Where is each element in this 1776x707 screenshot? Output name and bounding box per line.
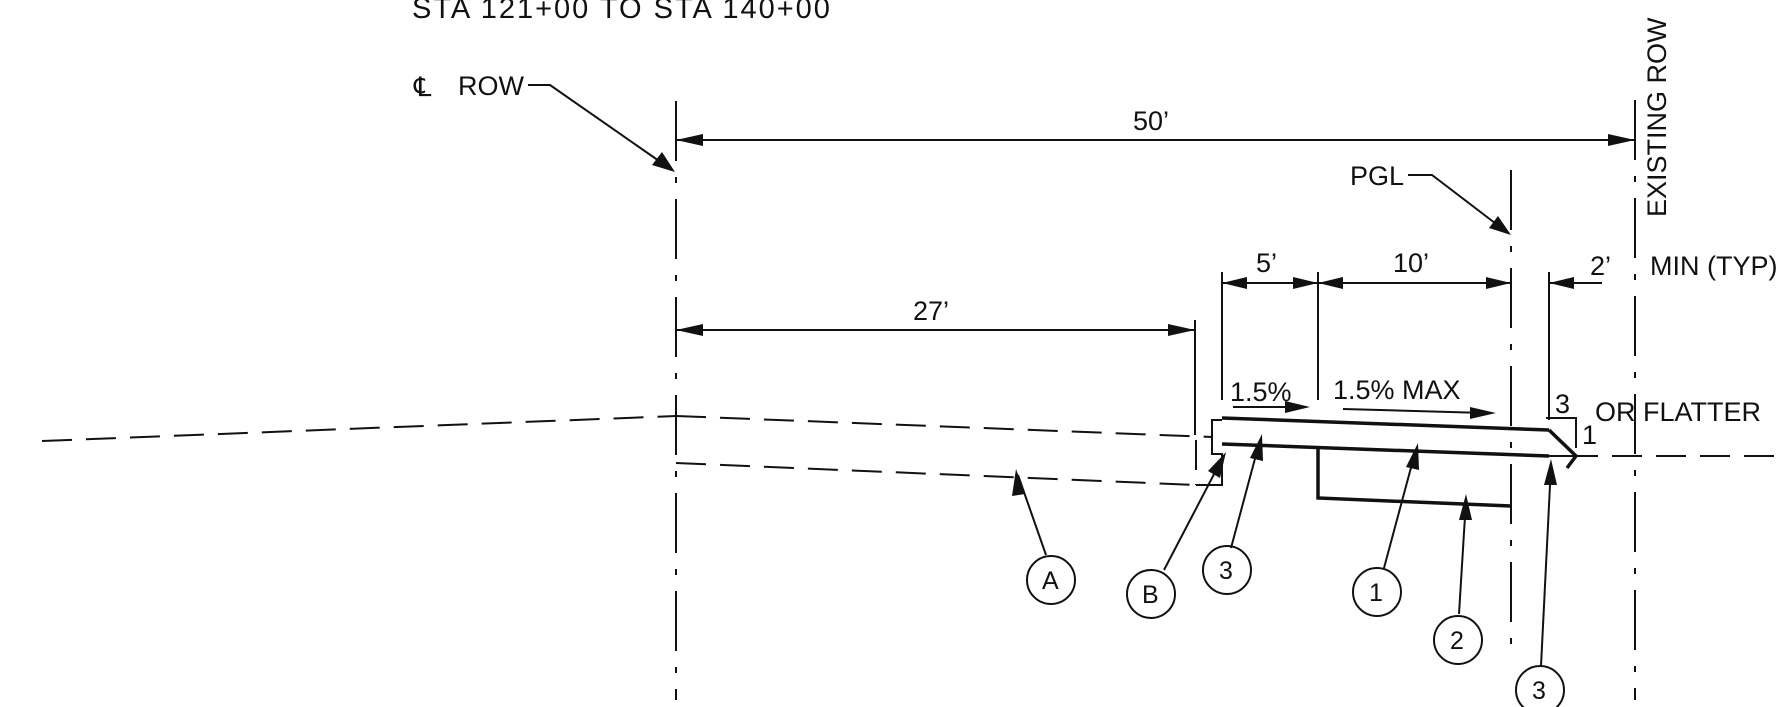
existing-row-label: EXISTING ROW	[1642, 17, 1672, 217]
station-range-text: STA 121+00 TO STA 140+00	[412, 0, 832, 25]
callout-2: 2	[1433, 494, 1483, 665]
callout-a: A	[1012, 469, 1076, 605]
sidewalk-section	[1221, 416, 1579, 508]
curb-step	[1196, 419, 1223, 486]
svg-text:A: A	[1042, 567, 1059, 595]
dimension-27ft	[676, 320, 1196, 435]
callout-3-right: 3	[1515, 459, 1565, 707]
shoulder-slope-text: 1.5%	[1230, 377, 1292, 407]
callout-b: B	[1126, 452, 1226, 619]
or-flatter-label: OR FLATTER	[1595, 397, 1761, 427]
dimension-50ft	[676, 134, 1635, 146]
callout-1: 1	[1352, 443, 1419, 617]
subgrade-line	[675, 440, 1197, 486]
svg-text:1: 1	[1369, 579, 1383, 607]
side-slope-triangle	[1546, 417, 1577, 448]
svg-text:B: B	[1142, 581, 1159, 609]
dimension-5ft-text: 5’	[1256, 248, 1277, 278]
svg-text:3: 3	[1219, 557, 1233, 585]
dimension-2ft	[1548, 272, 1602, 420]
centerline-symbol: ℄	[413, 72, 432, 102]
dimension-2ft-text: 2’	[1590, 251, 1611, 281]
shoulder-slope-arrow	[1233, 401, 1310, 413]
pgl-leader	[1408, 174, 1511, 235]
pgl-label: PGL	[1350, 161, 1404, 191]
min-typ-label: MIN (TYP)	[1650, 251, 1776, 281]
existing-ground-line	[41, 415, 1776, 457]
dimension-50ft-text: 50’	[1133, 106, 1169, 136]
side-slope-rise: 1	[1582, 420, 1597, 450]
dimension-27ft-text: 27’	[913, 296, 949, 326]
svg-text:2: 2	[1450, 627, 1464, 655]
svg-text:3: 3	[1532, 677, 1546, 705]
sidewalk-slope-arrow	[1342, 407, 1496, 419]
dimension-10ft-text: 10’	[1393, 248, 1429, 278]
sidewalk-slope-text: 1.5% MAX	[1333, 375, 1461, 405]
side-slope-run: 3	[1555, 389, 1570, 419]
dimension-5ft-10ft	[1221, 272, 1511, 400]
callout-3-left: 3	[1202, 434, 1263, 595]
centerline-row-label: ROW	[458, 71, 525, 101]
centerline-row-leader	[528, 84, 675, 172]
